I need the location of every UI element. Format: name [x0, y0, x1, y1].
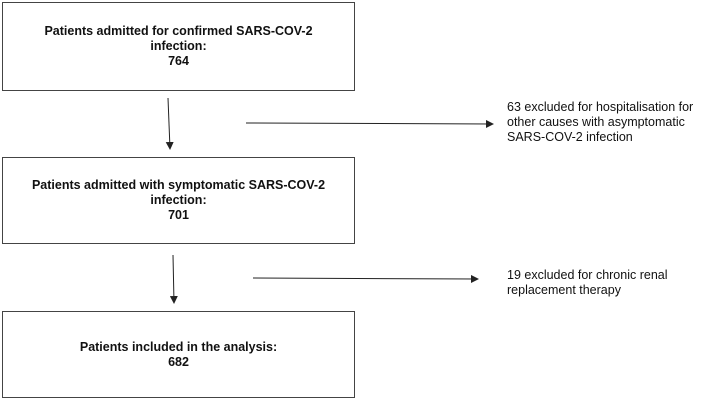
- exclusion-1-line2: other causes with asymptomatic: [507, 115, 685, 129]
- box-confirmed-line2: infection:: [150, 39, 207, 53]
- exclusion-note-renal: 19 excluded for chronic renal replacemen…: [507, 268, 707, 298]
- exclusion-note-asymptomatic: 63 excluded for hospitalisation for othe…: [507, 100, 707, 145]
- exclusion-2-line2: replacement therapy: [507, 283, 621, 297]
- box-included-line1: Patients included in the analysis:: [79, 339, 278, 354]
- box-included-analysis: Patients included in the analysis: 682: [2, 311, 355, 398]
- exclusion-1-line3: SARS-COV-2 infection: [507, 130, 633, 144]
- box-confirmed-count: 764: [168, 54, 189, 68]
- arrow-box1-to-box2: [165, 97, 174, 150]
- arrow-exclusion-2: [252, 274, 479, 283]
- box-symptomatic-count: 701: [168, 208, 189, 222]
- arrow-box2-to-box3: [169, 254, 178, 304]
- box-symptomatic-line1: Patients admitted with symptomatic SARS-…: [31, 178, 326, 192]
- box-symptomatic-line2: infection:: [150, 193, 207, 207]
- box-confirmed-line1: Patients admitted for confirmed SARS-COV…: [44, 24, 313, 38]
- box-included-count: 682: [168, 354, 189, 369]
- box-symptomatic-admissions: Patients admitted with symptomatic SARS-…: [2, 157, 355, 244]
- box-confirmed-admissions: Patients admitted for confirmed SARS-COV…: [2, 2, 355, 91]
- exclusion-1-line1: 63 excluded for hospitalisation for: [507, 100, 694, 114]
- arrow-exclusion-1: [245, 119, 494, 128]
- exclusion-2-line1: 19 excluded for chronic renal: [507, 268, 668, 282]
